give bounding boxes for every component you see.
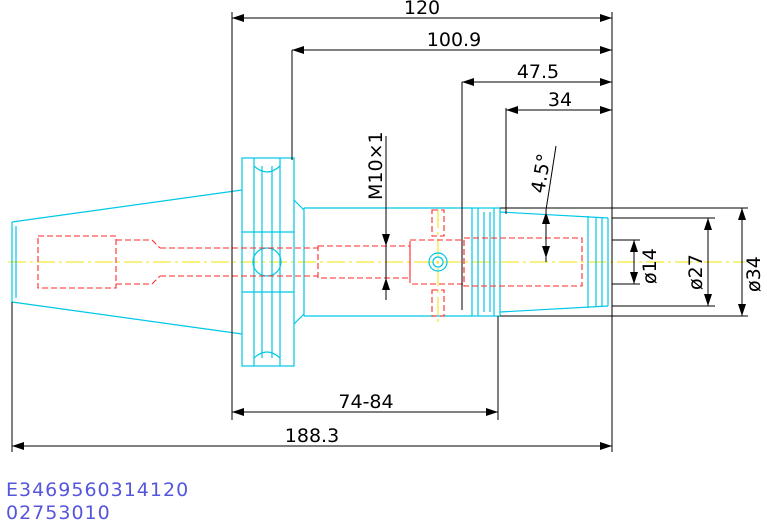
dim-47-5: 47.5 (517, 61, 559, 83)
dim-thread: M10×1 (365, 131, 387, 200)
dim-34: 34 (548, 89, 572, 111)
dim-188-3: 188.3 (285, 425, 339, 447)
dim-dia14: ø14 (639, 248, 661, 284)
tool-holder-body (11, 157, 609, 367)
dim-dia27: ø27 (685, 254, 707, 290)
part-code-line2: 02753010 (6, 502, 111, 523)
hidden-lines (37, 209, 583, 317)
dim-100-9: 100.9 (427, 29, 481, 51)
dim-120: 120 (404, 0, 440, 19)
part-code-line1: E3469560314120 (6, 479, 189, 501)
dim-74-84: 74-84 (338, 391, 393, 413)
cross-hole (428, 252, 448, 272)
dim-dia34: ø34 (743, 256, 765, 292)
dimension-lines (11, 12, 748, 452)
dim-angle: 4.5° (527, 152, 556, 195)
